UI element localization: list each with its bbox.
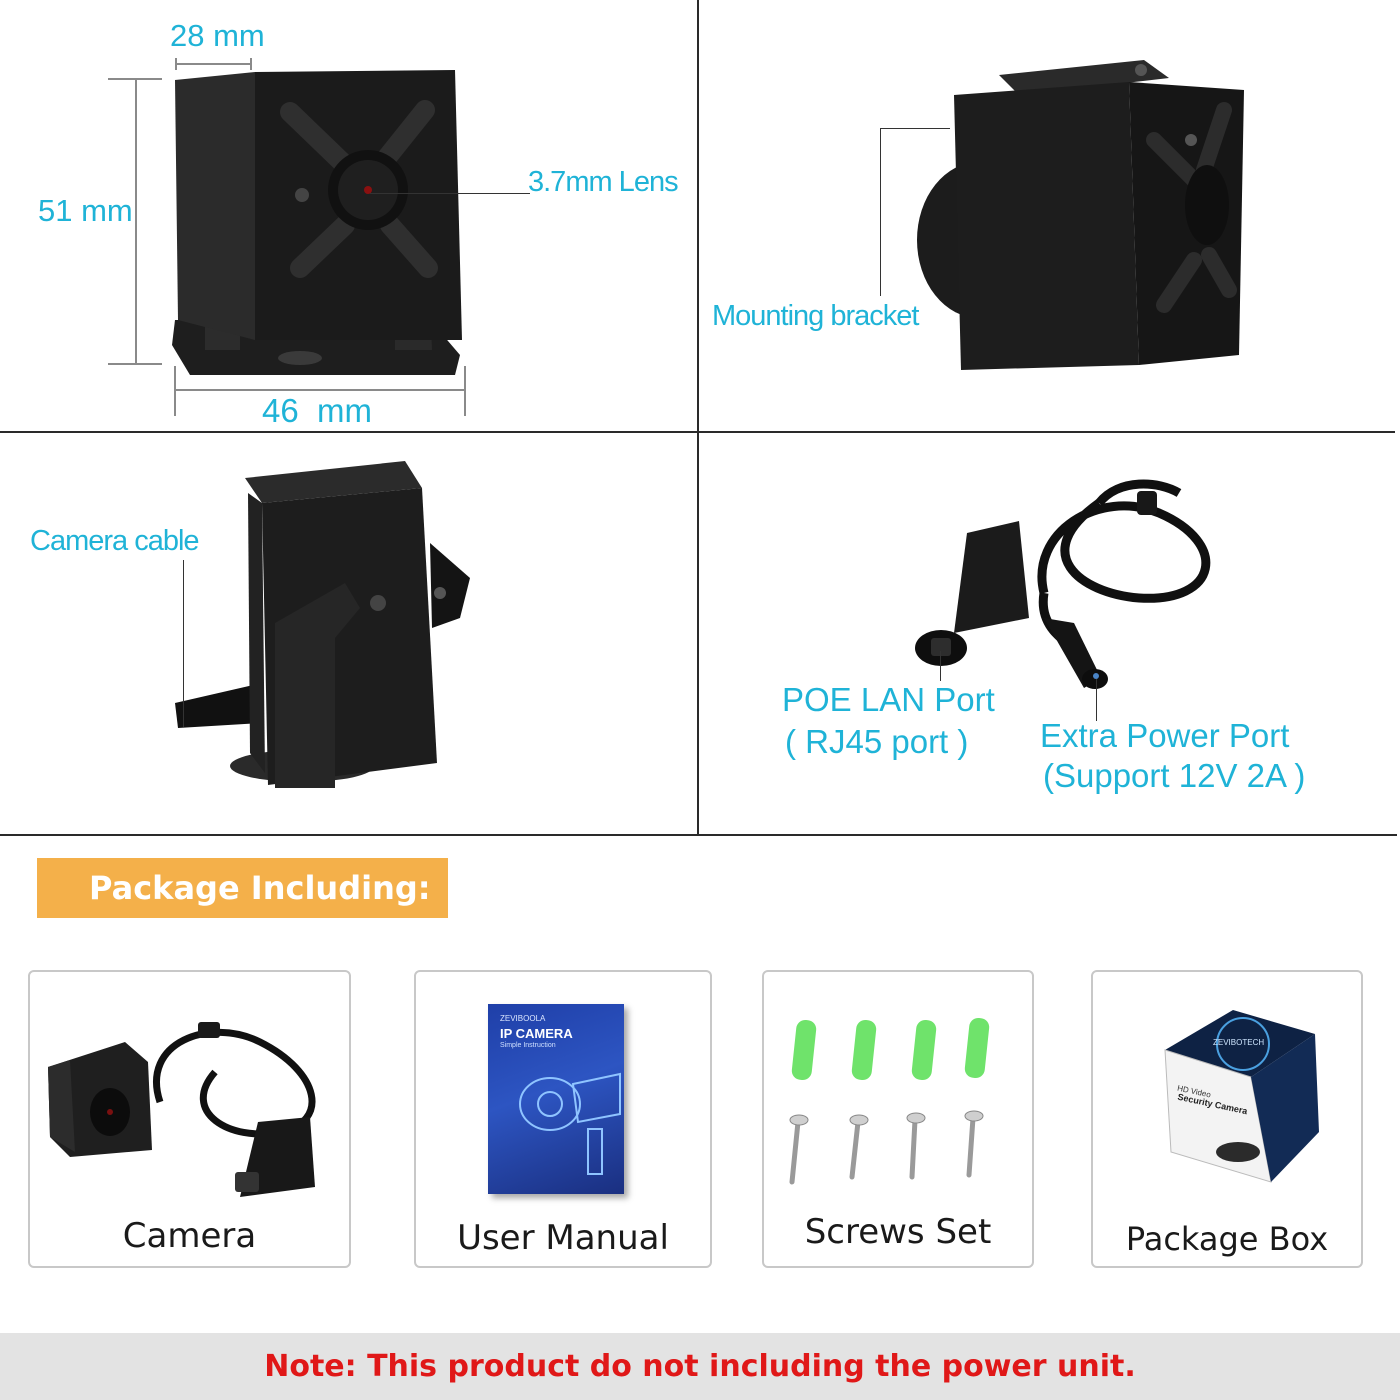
grid-divider-horizontal-bottom xyxy=(0,834,1397,836)
package-item-user-manual: ZEVIBOOLA IP CAMERA Simple Instruction U… xyxy=(414,970,712,1268)
poe-port-callout-line1: POE LAN Port xyxy=(782,681,995,718)
mounting-bracket-callout: Mounting bracket xyxy=(712,300,919,332)
width-label: 46 mm xyxy=(262,392,373,429)
camera-side-illustration xyxy=(175,461,470,788)
camera-with-cable-icon xyxy=(48,1022,316,1197)
package-item-package-box: ZEVIBOTECH HD Video Security Camera Pack… xyxy=(1091,970,1363,1268)
package-item-label: Camera xyxy=(122,1216,257,1256)
bracket-leader-vertical xyxy=(880,128,881,296)
screws-and-anchors-icon xyxy=(789,1018,990,1185)
height-tick-top xyxy=(108,78,162,80)
power-leader-line xyxy=(1096,679,1097,721)
grid-divider-horizontal-top xyxy=(0,431,1395,433)
width-tick-left xyxy=(174,366,176,416)
package-item-label: Package Box xyxy=(1125,1220,1329,1258)
package-item-camera: Camera xyxy=(28,970,351,1268)
manual-title: IP CAMERA xyxy=(500,1026,573,1041)
package-box-icon xyxy=(1164,1010,1319,1183)
power-port-callout-line2: (Support 12V 2A ) xyxy=(1043,757,1306,794)
camera-front-illustration xyxy=(172,70,462,375)
lens-leader-line xyxy=(370,193,530,194)
package-item-screws-set: Screws Set xyxy=(762,970,1034,1268)
panel-camera-cable: Camera cable xyxy=(0,433,697,834)
cable-ports-illustration xyxy=(915,479,1211,689)
panel-ports: POE LAN Port ( RJ45 port ) Extra Power P… xyxy=(699,433,1397,834)
package-heading: Package Including: xyxy=(37,858,448,918)
depth-label: 28 mm xyxy=(170,18,265,53)
bracket-leader-horizontal xyxy=(880,128,950,129)
power-unit-note: Note: This product do not including the … xyxy=(0,1333,1400,1400)
width-tick-right xyxy=(464,366,466,416)
grid-divider-vertical xyxy=(697,0,699,836)
manual-brand: ZEVIBOOLA xyxy=(500,1014,546,1023)
depth-tick-left xyxy=(175,58,177,70)
camera-bracket-illustration xyxy=(917,60,1244,370)
poe-leader-line xyxy=(940,651,941,681)
package-item-label: User Manual xyxy=(457,1218,669,1258)
power-port-callout-line1: Extra Power Port xyxy=(1040,717,1290,754)
manual-booklet-icon: ZEVIBOOLA IP CAMERA Simple Instruction xyxy=(488,1004,624,1194)
width-dimension-line xyxy=(175,389,465,391)
panel-dimensions: 28 mm 51 mm 46 mm 3.7mm Lens xyxy=(0,0,697,431)
box-brand-text: ZEVIBOTECH xyxy=(1213,1038,1265,1047)
height-tick-bottom xyxy=(108,363,162,365)
depth-tick-right xyxy=(250,58,252,70)
camera-cable-callout: Camera cable xyxy=(30,525,200,557)
panel-mounting-bracket: Mounting bracket xyxy=(699,0,1397,431)
height-label: 51 mm xyxy=(38,193,133,228)
manual-subtitle: Simple Instruction xyxy=(500,1042,556,1049)
height-dimension-line xyxy=(135,79,137,363)
lens-callout: 3.7mm Lens xyxy=(528,166,679,198)
poe-port-callout-line2: ( RJ45 port ) xyxy=(785,723,969,760)
cable-leader-line xyxy=(183,560,184,727)
package-item-label: Screws Set xyxy=(804,1212,992,1252)
depth-dimension-line xyxy=(176,63,252,65)
